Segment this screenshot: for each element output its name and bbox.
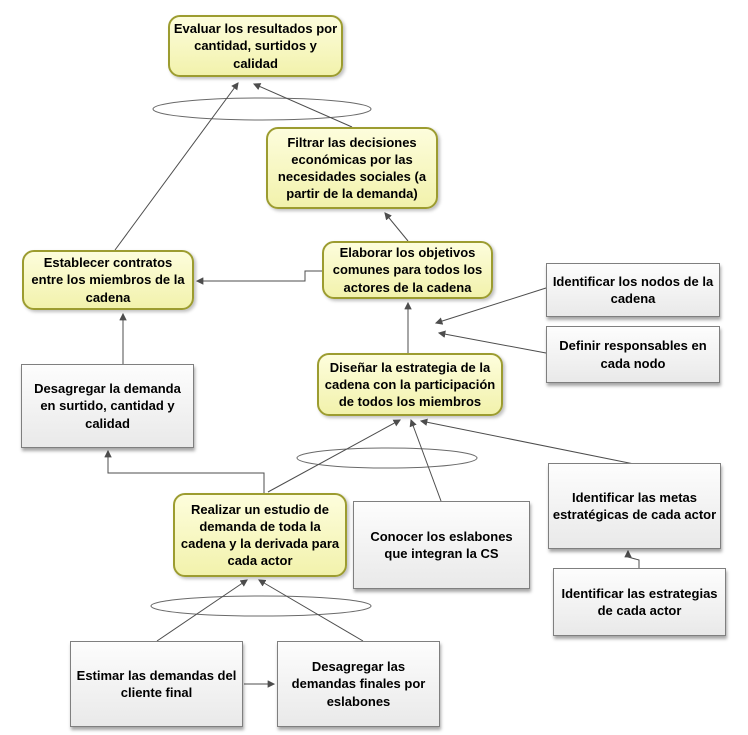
convergence-ellipse-bottom bbox=[150, 595, 372, 617]
node-desagregar-finales: Desagregar las demandas finales por esla… bbox=[277, 641, 440, 727]
node-filtrar-decisiones: Filtrar las decisiones económicas por la… bbox=[266, 127, 438, 209]
connector-conocer-to-disenar bbox=[409, 418, 442, 502]
connector-estrategias-to-metas bbox=[624, 549, 640, 568]
connector-realizar-to-disenar bbox=[267, 419, 401, 493]
connector-realizar-to-desagregar-demanda bbox=[104, 449, 265, 493]
convergence-ellipse-top bbox=[152, 97, 372, 121]
connector-desagregar-finales-to-realizar bbox=[258, 579, 364, 642]
node-identificar-metas: Identificar las metas estratégicas de ca… bbox=[548, 463, 721, 549]
node-estimar-demandas: Estimar las demandas del cliente final bbox=[70, 641, 243, 727]
connector-responsables-to-disenar bbox=[437, 330, 547, 354]
connector-elaborar-to-filtrar bbox=[384, 212, 409, 242]
connector-establecer-to-evaluar bbox=[114, 82, 239, 251]
convergence-ellipse-middle bbox=[296, 447, 478, 469]
node-conocer-eslabones: Conocer los eslabones que integran la CS bbox=[353, 501, 530, 589]
connector-nodos-to-disenar bbox=[434, 287, 547, 325]
connector-filtrar-to-evaluar bbox=[252, 83, 353, 128]
connector-estimar-to-realizar bbox=[156, 579, 248, 642]
connector-elaborar-to-establecer bbox=[195, 270, 322, 285]
node-definir-responsables: Definir responsables en cada nodo bbox=[546, 326, 720, 383]
connector-metas-to-disenar bbox=[419, 418, 635, 465]
node-disenar-estrategia: Diseñar la estrategia de la cadena con l… bbox=[317, 353, 503, 416]
node-elaborar-objetivos: Elaborar los objetivos comunes para todo… bbox=[322, 241, 493, 299]
node-identificar-estrategias: Identificar las estrategias de cada acto… bbox=[553, 568, 726, 636]
node-realizar-estudio: Realizar un estudio de demanda de toda l… bbox=[173, 493, 347, 577]
node-identificar-nodos: Identificar los nodos de la cadena bbox=[546, 263, 720, 317]
node-evaluar-resultados: Evaluar los resultados por cantidad, sur… bbox=[168, 15, 343, 77]
node-establecer-contratos: Establecer contratos entre los miembros … bbox=[22, 250, 194, 310]
node-desagregar-demanda: Desagregar la demanda en surtido, cantid… bbox=[21, 364, 194, 448]
